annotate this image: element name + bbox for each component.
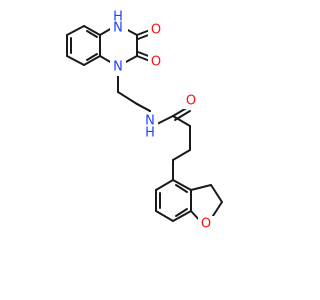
molecule-svg: H N O O N N H O O: [66, 10, 223, 232]
atom-n-amide-label: N: [145, 114, 155, 129]
atom-o-furan: O: [198, 216, 214, 232]
atom-nh-top: H N: [110, 10, 128, 36]
atom-nh-top-h: H: [113, 10, 123, 25]
atom-n-amide: N H: [142, 113, 158, 141]
atom-o-top: O: [148, 22, 164, 38]
ethyl-linker: [117, 70, 151, 112]
atom-o-mid-label: O: [151, 55, 161, 70]
atom-o-mid: O: [148, 54, 164, 70]
atom-n-ring-label: N: [113, 60, 123, 75]
atom-nh-top-n: N: [113, 21, 123, 36]
atom-o-top-label: O: [151, 23, 161, 38]
propyl-chain: [172, 125, 191, 181]
benzene-ring-top: [66, 25, 101, 66]
atom-n-ring: N: [110, 60, 126, 76]
atom-o-amide: O: [183, 93, 199, 109]
benzene-ring-bottom: [155, 179, 192, 222]
molecule-diagram: H N O O N N H O O: [66, 10, 223, 232]
atom-n-amide-h: H: [145, 126, 155, 141]
atom-o-furan-label: O: [201, 217, 211, 232]
atom-o-amide-label: O: [186, 94, 196, 109]
